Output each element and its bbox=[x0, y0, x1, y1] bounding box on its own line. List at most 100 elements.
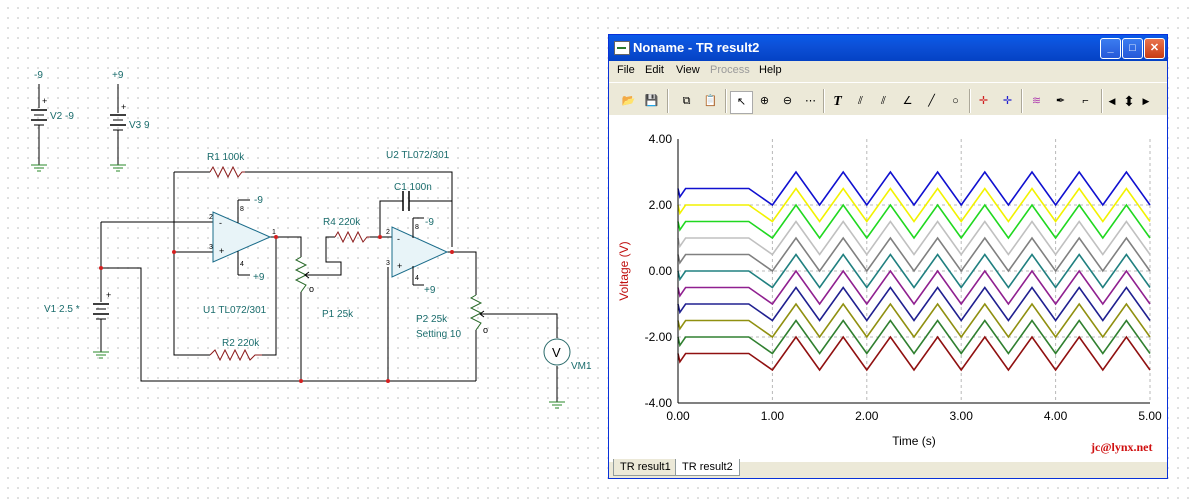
series-line-11 bbox=[677, 335, 1151, 372]
u1-pin-4: 4 bbox=[240, 261, 244, 268]
arrow-left-icon[interactable]: ◀ bbox=[1108, 96, 1116, 106]
resistor-r2[interactable] bbox=[209, 348, 262, 362]
toolbar-separator bbox=[1101, 89, 1103, 113]
p1-wiper-mark: o bbox=[309, 284, 314, 294]
close-button[interactable]: ✕ bbox=[1144, 38, 1165, 59]
p2-wiper-mark: o bbox=[483, 325, 488, 335]
r4-label: R4 220k bbox=[323, 217, 361, 228]
battery-v3[interactable] bbox=[110, 84, 126, 172]
series-line-4 bbox=[677, 220, 1151, 256]
save-icon[interactable]: 💾 bbox=[644, 95, 659, 107]
menu-help[interactable]: Help bbox=[759, 64, 782, 76]
circle-icon[interactable]: ○ bbox=[952, 95, 959, 107]
c1-label: C1 100n bbox=[394, 182, 432, 193]
minimize-button[interactable]: _ bbox=[1100, 38, 1121, 59]
u1-pin-1: 1 bbox=[272, 229, 276, 236]
line-icon[interactable]: ╱ bbox=[928, 95, 935, 107]
x-tick-label: 5.00 bbox=[1138, 409, 1162, 423]
step-icon[interactable]: ⌐ bbox=[1082, 95, 1089, 107]
result-tabs: TR result1 TR result2 bbox=[609, 458, 1167, 478]
add-curve-icon[interactable]: ≋ bbox=[1031, 95, 1042, 107]
x-tick-label: 2.00 bbox=[855, 409, 879, 423]
battery-v1[interactable] bbox=[93, 222, 109, 359]
series-line-7 bbox=[677, 269, 1151, 306]
v2-top-label: -9 bbox=[34, 70, 43, 81]
voltmeter-symbol: V bbox=[552, 345, 561, 360]
u1-vpos-label: +9 bbox=[253, 272, 265, 283]
v3-label: V3 9 bbox=[129, 120, 150, 131]
pointer-icon[interactable]: ↖ bbox=[730, 91, 753, 114]
series-line-2 bbox=[677, 187, 1151, 223]
toolbar-separator bbox=[1021, 89, 1023, 113]
u2-pin-3: 3 bbox=[386, 260, 390, 267]
p1-label: P1 25k bbox=[322, 309, 354, 320]
menu-file[interactable]: File bbox=[617, 64, 635, 76]
grid-icon[interactable]: ⋯ bbox=[805, 95, 816, 107]
y-tick-label: 4.00 bbox=[649, 132, 673, 146]
u2-pin-8: 8 bbox=[415, 224, 419, 231]
u2-vneg-label: -9 bbox=[425, 217, 434, 228]
u2-pin-2: 2 bbox=[386, 229, 390, 236]
u1-plus: + bbox=[219, 246, 224, 256]
opamp-u2[interactable] bbox=[391, 217, 449, 286]
paste-icon[interactable]: 📋 bbox=[703, 95, 718, 107]
x-tick-label: 4.00 bbox=[1044, 409, 1068, 423]
vm1-label: VM1 bbox=[571, 361, 592, 372]
menu-bar: File Edit View Process Help bbox=[609, 62, 1167, 80]
u2-vpos-label: +9 bbox=[424, 285, 436, 296]
menu-process[interactable]: Process bbox=[710, 64, 750, 76]
cursor-b-icon[interactable]: ✛ bbox=[1002, 95, 1013, 107]
v2-plus: + bbox=[42, 96, 47, 106]
series-line-6 bbox=[677, 253, 1151, 289]
watermark: jc@lynx.net bbox=[1090, 440, 1153, 454]
maximize-button[interactable]: □ bbox=[1122, 38, 1143, 59]
voltmeter-vm1[interactable] bbox=[543, 338, 571, 366]
trace-b-icon[interactable]: ⫽ bbox=[881, 95, 886, 107]
y-tick-label: -2.00 bbox=[645, 330, 673, 344]
zoom-in-icon[interactable]: ⊕ bbox=[759, 95, 770, 107]
u2-pin-4: 4 bbox=[415, 275, 419, 282]
cursor-a-icon[interactable]: ✛ bbox=[978, 95, 989, 107]
series-line-5 bbox=[677, 236, 1151, 273]
open-icon[interactable]: 📂 bbox=[621, 95, 636, 107]
u2-minus: - bbox=[397, 234, 400, 244]
trace-a-icon[interactable]: ⫽ bbox=[858, 95, 863, 107]
v3-top-label: +9 bbox=[112, 70, 124, 81]
u1-vneg-label: -9 bbox=[254, 195, 263, 206]
u1-label: U1 TL072/301 bbox=[203, 305, 267, 316]
battery-v2[interactable] bbox=[31, 84, 47, 172]
text-icon[interactable]: T bbox=[833, 94, 842, 109]
y-tick-label: 0.00 bbox=[649, 264, 673, 278]
x-tick-label: 1.00 bbox=[761, 409, 785, 423]
zoom-100-icon[interactable]: ⊖ bbox=[782, 95, 793, 107]
app-icon bbox=[614, 41, 630, 55]
resistor-r1[interactable] bbox=[209, 165, 245, 179]
toolbar-separator bbox=[725, 89, 727, 113]
u1-pin-2: 2 bbox=[209, 214, 213, 221]
title-bar[interactable]: Noname - TR result2 _ □ ✕ bbox=[609, 35, 1167, 61]
u2-plus: + bbox=[397, 261, 402, 271]
menu-view[interactable]: View bbox=[676, 64, 700, 76]
toolbar: 📂 💾 ⧉ 📋 ↖ ⊕ ⊖ ⋯ T ⫽ ⫽ ∠ ╱ ○ ✛ ✛ ≋ ✒ ⌐ ◀ … bbox=[609, 82, 1167, 116]
x-axis-label: Time (s) bbox=[892, 434, 936, 448]
window-title: Noname - TR result2 bbox=[633, 40, 760, 55]
arrow-right-icon[interactable]: ▶ bbox=[1142, 96, 1150, 106]
menu-edit[interactable]: Edit bbox=[645, 64, 664, 76]
slope-icon[interactable]: ∠ bbox=[902, 95, 913, 107]
copy-icon[interactable]: ⧉ bbox=[682, 95, 691, 107]
arrow-updown-icon[interactable]: ⬍ bbox=[1123, 93, 1135, 109]
resistor-r4[interactable] bbox=[334, 230, 370, 244]
potentiometer-p2[interactable] bbox=[469, 294, 488, 331]
y-axis-label: Voltage (V) bbox=[617, 241, 631, 300]
y-tick-label: 2.00 bbox=[649, 198, 673, 212]
p2-setting-label: Setting 10 bbox=[416, 329, 461, 340]
tab-tr-result1[interactable]: TR result1 bbox=[613, 459, 678, 476]
opamp-u1[interactable] bbox=[212, 199, 272, 276]
v3-plus: + bbox=[121, 102, 126, 112]
picker-icon[interactable]: ✒ bbox=[1055, 95, 1066, 107]
capacitor-c1[interactable] bbox=[397, 191, 413, 211]
tab-tr-result2[interactable]: TR result2 bbox=[675, 459, 740, 476]
potentiometer-p1[interactable] bbox=[294, 256, 318, 293]
